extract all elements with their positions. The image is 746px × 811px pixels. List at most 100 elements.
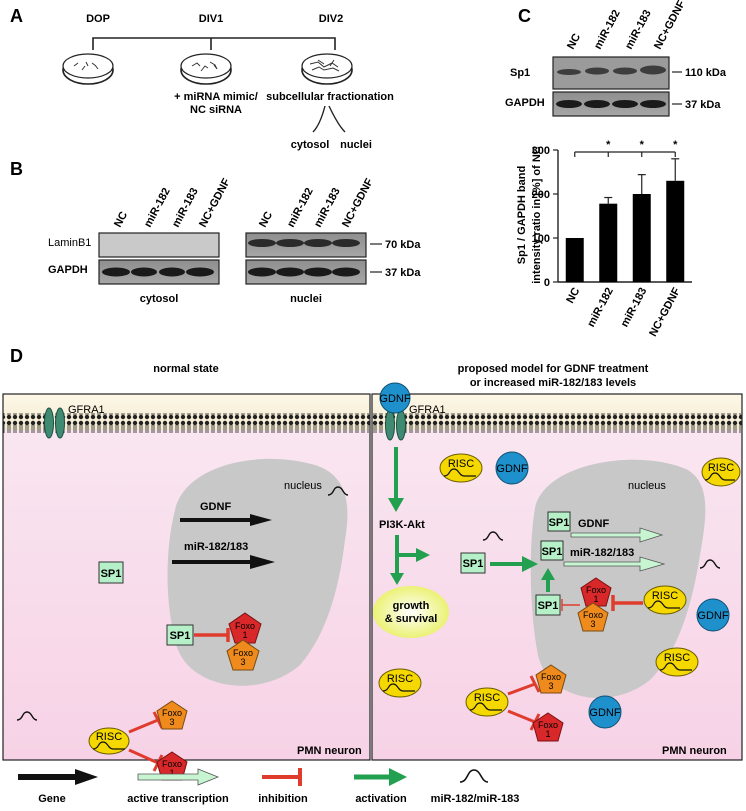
left-sp1-bound xyxy=(166,624,194,646)
bar-3 xyxy=(666,180,685,282)
c-row-gapdh: GAPDH xyxy=(505,97,545,109)
b-nuc-lane-nc: NC xyxy=(257,210,275,230)
b-cyt-lane-nc: NC xyxy=(112,210,130,230)
right-sp1-mir-gene xyxy=(540,540,564,561)
left-receptor-label: GFRA1 xyxy=(68,404,105,416)
right-title-line1: proposed model for GDNF treatment xyxy=(458,363,649,375)
right-risc-1: RISC xyxy=(439,453,483,483)
svg-text:3: 3 xyxy=(590,619,595,629)
right-gene-mir: miR-182/183 xyxy=(570,547,634,559)
y-tick-label: 300 xyxy=(532,145,550,157)
c-lane-ncgdnf: NC+GDNF xyxy=(652,0,688,51)
left-nucleus-label: nucleus xyxy=(284,480,322,492)
b-blot-nuclei: nuclei xyxy=(290,293,322,305)
right-sp1-gdnf-gene-label: SP1 xyxy=(549,517,570,529)
svg-text:Foxo: Foxo xyxy=(541,672,561,682)
panel-b: B NC miR-182 miR-183 NC+GDNF NC miR-182 … xyxy=(10,159,421,305)
svg-text:3: 3 xyxy=(548,681,553,691)
svg-text:Foxo: Foxo xyxy=(162,708,182,718)
left-inhibition-foxo-sp1 xyxy=(194,628,230,642)
legend-gene: Gene xyxy=(38,793,66,805)
right-gdnf-free-1: GDNF xyxy=(495,451,529,485)
left-sp1-free xyxy=(98,561,124,584)
svg-text:RISC: RISC xyxy=(474,692,500,704)
left-foxo3-nucleus: Foxo 3 xyxy=(226,639,260,671)
right-growth-survival xyxy=(373,586,449,638)
right-risc-5: RISC xyxy=(465,687,509,717)
right-gene-gdnf: GDNF xyxy=(578,518,609,530)
right-foxo3-nucleus: Foxo 3 xyxy=(577,602,609,632)
right-mirna-icon-1 xyxy=(699,559,721,569)
c-row-sp1: Sp1 xyxy=(510,67,530,79)
right-sp1-mir-gene-label: SP1 xyxy=(542,546,563,558)
legend-active-icon xyxy=(137,768,220,786)
left-sp1-bound-label: SP1 xyxy=(170,630,191,642)
panel-d-letter: D xyxy=(10,346,23,366)
b-size-37: 37 kDa xyxy=(385,267,421,279)
svg-text:1: 1 xyxy=(242,630,247,640)
right-title-line2: or increased miR-182/183 levels xyxy=(470,377,636,389)
c-sp1-bands xyxy=(557,65,666,75)
x-tick-label-3: NC+GDNF xyxy=(647,286,683,339)
svg-text:1: 1 xyxy=(593,594,598,604)
b-nuc-laminb1-bands xyxy=(248,239,360,247)
timeline-line xyxy=(92,37,336,50)
right-foxo3-cytosol: Foxo 3 xyxy=(535,664,567,694)
legend-inhibition: inhibition xyxy=(258,793,308,805)
c-lane-mir182: miR-182 xyxy=(592,8,623,51)
right-nucleus-label: nucleus xyxy=(628,480,666,492)
b-cyt-laminb1-blot xyxy=(98,232,220,258)
panel-a: A DOP DIV1 DIV2 + miRNA mimic/ NC siRNA … xyxy=(10,6,394,151)
svg-text:3: 3 xyxy=(169,717,174,727)
panel-c: C NC miR-182 miR-183 NC+GDNF Sp1 GAPDH 1… xyxy=(505,0,727,339)
panel-d: D normal state proposed model for GDNF t… xyxy=(2,346,743,781)
b-cyt-lane-ncgdnf: NC+GDNF xyxy=(197,176,233,229)
significance-star-0: * xyxy=(606,139,611,151)
svg-text:GDNF: GDNF xyxy=(379,393,410,405)
right-pathway-label: PI3K-Akt xyxy=(379,519,425,531)
right-growth-line1: growth xyxy=(393,600,430,612)
legend-inhibition-icon xyxy=(262,768,302,786)
b-cyt-lane-mir183: miR-183 xyxy=(170,186,201,229)
right-risc-4: RISC xyxy=(378,668,422,698)
fractionation-label: subcellular fractionation xyxy=(266,91,394,103)
legend-activation: activation xyxy=(355,793,407,805)
right-sp1-cytosol xyxy=(460,552,486,574)
left-sp1-free-label: SP1 xyxy=(101,568,122,580)
svg-text:3: 3 xyxy=(240,657,245,667)
b-nuc-lane-mir183: miR-183 xyxy=(312,186,343,229)
left-cell-panel: GFRA1 nucleus GDNF miR-182/183 SP1 SP1 F… xyxy=(2,393,371,781)
stage-div2: DIV2 xyxy=(319,13,343,25)
svg-text:Foxo: Foxo xyxy=(583,610,603,620)
legend-mirna-icon xyxy=(459,769,489,783)
right-sp1-released-label: SP1 xyxy=(538,600,559,612)
right-inhibition-foxo3-cytosol xyxy=(507,675,541,696)
right-risc-nucleus: RISC xyxy=(643,585,687,615)
b-row-laminb1: LaminB1 xyxy=(48,237,91,249)
fraction-nuclei: nuclei xyxy=(340,139,372,151)
x-tick-label-2: miR-183 xyxy=(619,286,650,329)
left-cell-label: PMN neuron xyxy=(297,745,362,757)
svg-text:GDNF: GDNF xyxy=(697,610,728,622)
right-nucleus xyxy=(530,459,706,699)
right-gdnf-free-3: GDNF xyxy=(588,695,622,729)
svg-text:RISC: RISC xyxy=(387,673,413,685)
left-mirna-icon-2 xyxy=(16,711,38,721)
svg-text:Foxo: Foxo xyxy=(235,621,255,631)
c-lane-mir183: miR-183 xyxy=(623,8,654,51)
b-size-70: 70 kDa xyxy=(385,239,421,251)
left-gene-mir-arrow xyxy=(172,555,275,569)
legend-active: active transcription xyxy=(127,793,229,805)
gfra1-receptor-icon xyxy=(44,407,65,439)
treatment-line2: NC siRNA xyxy=(190,104,242,116)
b-cyt-lane-mir182: miR-182 xyxy=(142,186,173,229)
culture-dish-dop-icon xyxy=(62,53,114,85)
culture-dish-div2-icon xyxy=(301,53,353,85)
c-size-37: 37 kDa xyxy=(685,99,721,111)
left-mirna-icon-1 xyxy=(327,486,349,496)
b-nuc-lane-mir182: miR-182 xyxy=(285,186,316,229)
right-cell-label: PMN neuron xyxy=(662,745,727,757)
left-foxo3-cytosol: Foxo 3 xyxy=(156,700,188,730)
right-membrane xyxy=(372,413,742,433)
